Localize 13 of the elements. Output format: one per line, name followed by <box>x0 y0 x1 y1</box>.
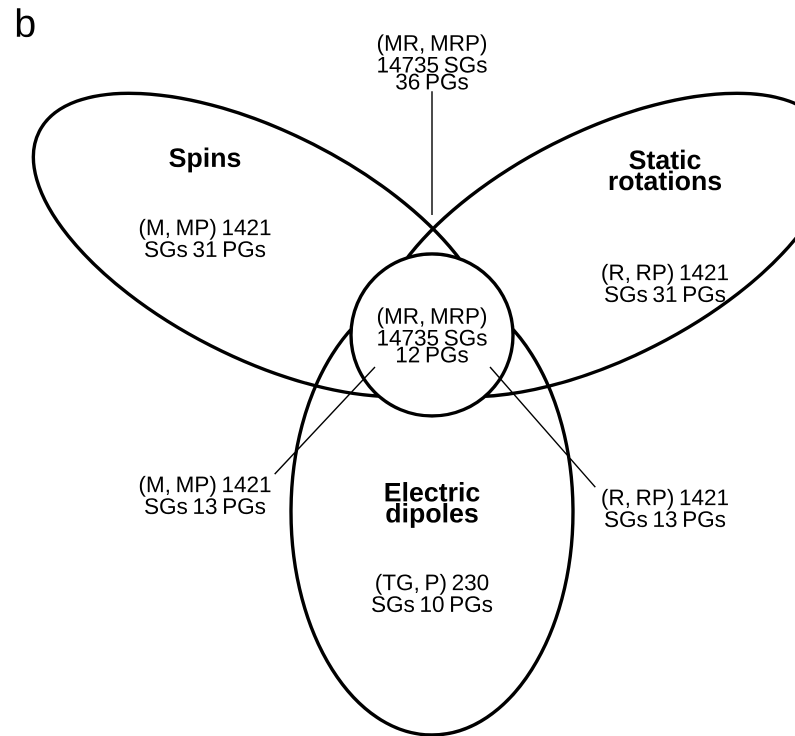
region-label: (TG, P) 230 SGs 10 PGs <box>372 574 492 612</box>
callout-label: (MR, MRP) 14735 SGs 36 PGs <box>378 34 487 90</box>
region-title: Electric dipoles <box>386 482 480 528</box>
leader-line <box>489 366 596 488</box>
region-label: (R, RP) 1421 SGs 31 PGs <box>602 264 728 302</box>
region-label: (M, MP) 1421 SGs 31 PGs <box>140 218 270 258</box>
callout-label: (M, MP) 1421 SGs 13 PGs <box>140 476 270 514</box>
region-label: (MR, MRP) 14735 SGs 12 PGs <box>378 307 487 363</box>
callout-label: (R, RP) 1421 SGs 13 PGs <box>602 488 728 528</box>
leader-line <box>274 366 376 475</box>
region-title: Spins <box>169 148 240 172</box>
panel-letter: b <box>16 8 35 38</box>
region-title: Static rotations <box>610 150 722 190</box>
